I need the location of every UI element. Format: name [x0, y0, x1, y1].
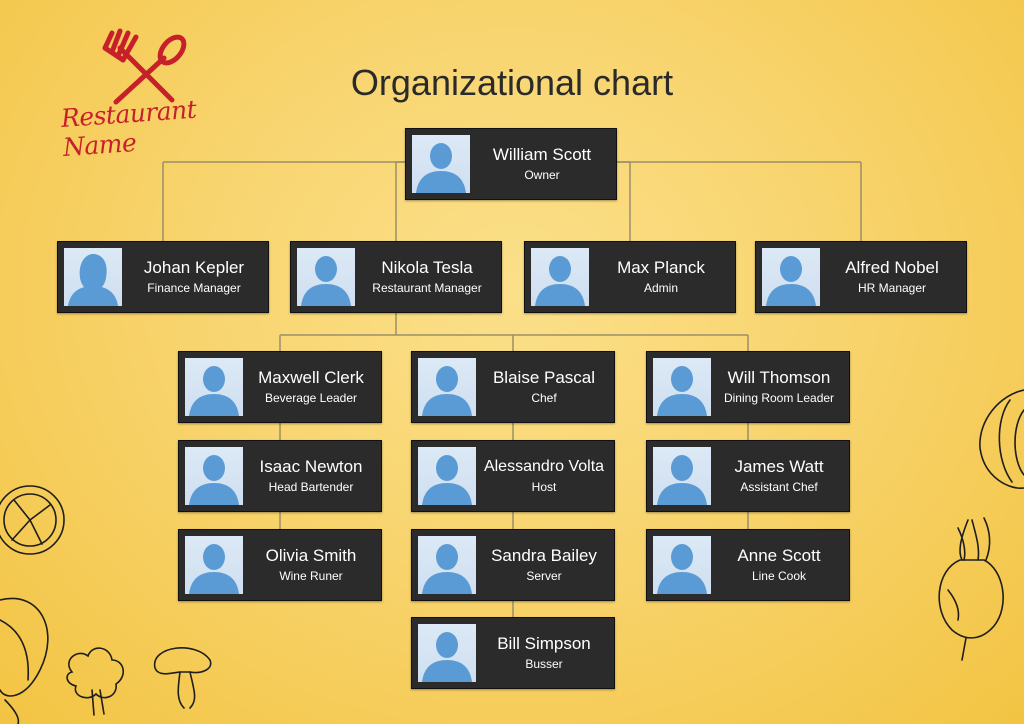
- person-name: Will Thomson: [727, 368, 831, 387]
- avatar-icon: [762, 248, 820, 306]
- page-title: Organizational chart: [350, 62, 674, 103]
- person-role: Owner: [524, 168, 560, 182]
- avatar-icon: [653, 536, 711, 594]
- person-role: Assistant Chef: [740, 480, 818, 494]
- avatar-icon: [531, 248, 589, 306]
- person-name: Blaise Pascal: [492, 368, 596, 387]
- radish-icon: [938, 517, 1004, 661]
- person-name: Olivia Smith: [265, 546, 357, 565]
- leaf-icon: [0, 597, 49, 724]
- person-role: Dining Room Leader: [723, 391, 835, 405]
- person-name: Maxwell Clerk: [258, 368, 364, 387]
- person-name: Johan Kepler: [143, 258, 245, 277]
- person-name: James Watt: [734, 457, 824, 476]
- avatar-icon: [64, 248, 122, 306]
- person-role: Restaurant Manager: [372, 281, 482, 295]
- person-role: Beverage Leader: [264, 391, 358, 405]
- person-role: Finance Manager: [147, 281, 241, 295]
- person-role: Head Bartender: [268, 480, 354, 494]
- person-role: Wine Runer: [279, 569, 343, 583]
- avatar-icon: [418, 624, 476, 682]
- avatar-icon: [185, 358, 243, 416]
- avatar-icon: [185, 447, 243, 505]
- avatar-icon: [653, 447, 711, 505]
- person-name: Nikola Tesla: [381, 258, 473, 277]
- avatar-icon: [412, 135, 470, 193]
- broccoli-icon: [66, 647, 124, 716]
- avatar-icon: [653, 358, 711, 416]
- person-role: HR Manager: [857, 281, 927, 295]
- garlic-icon: [979, 389, 1024, 489]
- person-role: Line Cook: [751, 569, 807, 583]
- avatar-icon: [185, 536, 243, 594]
- avatar-icon: [418, 536, 476, 594]
- person-card-alfred-nobel: Alfred Nobel HR Manager: [755, 241, 967, 313]
- person-role: Server: [526, 569, 562, 583]
- person-role: Chef: [531, 391, 557, 405]
- person-name: Alfred Nobel: [845, 258, 939, 277]
- person-name: Anne Scott: [737, 546, 821, 565]
- mushroom-icon: [154, 647, 212, 709]
- person-name: William Scott: [492, 145, 592, 164]
- person-name: Sandra Bailey: [491, 546, 597, 565]
- person-name: Alessandro Volta: [483, 458, 605, 475]
- fork-spoon-logo-icon: [102, 28, 187, 105]
- avatar-icon: [418, 447, 476, 505]
- person-role: Host: [531, 480, 557, 494]
- person-role: Admin: [643, 281, 678, 295]
- person-name: Isaac Newton: [259, 457, 363, 476]
- person-role: Busser: [525, 657, 563, 671]
- avatar-icon: [297, 248, 355, 306]
- avatar-icon: [418, 358, 476, 416]
- tomato-slice-icon: [0, 485, 65, 555]
- person-name: Bill Simpson: [497, 634, 591, 653]
- person-name: Max Planck: [617, 258, 705, 277]
